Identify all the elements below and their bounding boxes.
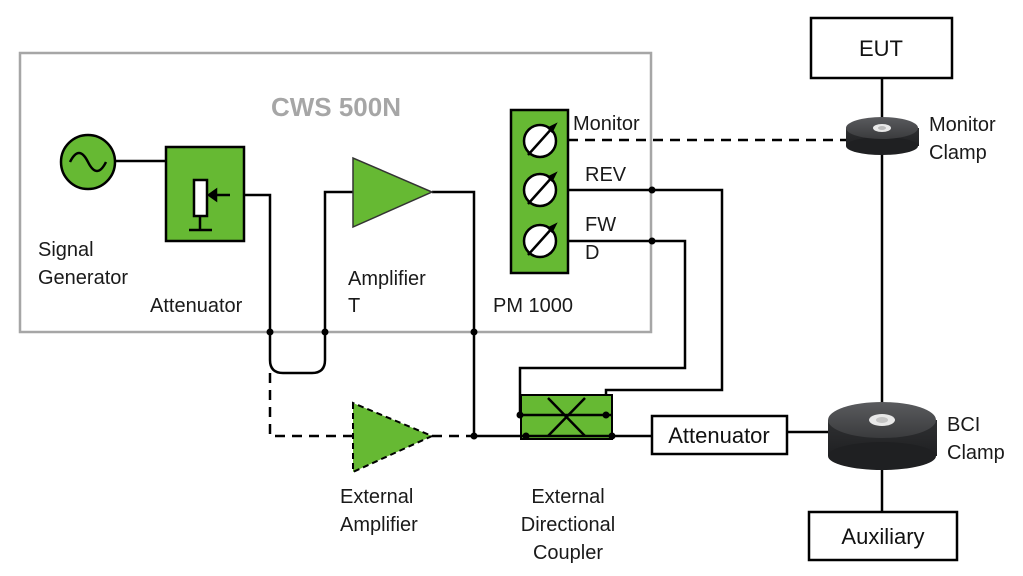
internal-amplifier: Amplifier T xyxy=(348,156,434,317)
external-coupler-label-1: External xyxy=(531,486,604,508)
triangle-amplifier-icon xyxy=(352,401,435,474)
triangle-amplifier-icon xyxy=(352,156,434,229)
port-fwd-label-1: FW xyxy=(585,214,616,236)
junction-dots xyxy=(266,186,656,440)
monitor-clamp-label-1: Monitor xyxy=(929,114,996,136)
bci-clamp-label-2: Clamp xyxy=(947,442,1005,464)
auxiliary: Auxiliary xyxy=(807,510,959,562)
signal-generator-label-1: Signal xyxy=(38,239,94,261)
optional-wiring xyxy=(268,138,846,438)
power-meter: PM 1000 Monitor REV FW D xyxy=(493,108,640,317)
cws-title: CWS 500N xyxy=(271,92,401,122)
external-coupler-label-3: Coupler xyxy=(533,542,603,564)
power-meter-label: PM 1000 xyxy=(493,295,573,317)
amplifier-label-1: Amplifier xyxy=(348,268,426,290)
auxiliary-label: Auxiliary xyxy=(841,524,924,549)
port-fwd-label-2: D xyxy=(585,242,599,264)
directional-coupler-icon xyxy=(521,397,612,438)
port-rev-label: REV xyxy=(585,164,627,186)
monitor-clamp: Monitor Clamp xyxy=(846,114,996,164)
bci-clamp: BCI Clamp xyxy=(828,402,1005,470)
current-clamp-icon xyxy=(846,117,919,155)
amplifier-label-2: T xyxy=(348,295,360,317)
port-monitor-label: Monitor xyxy=(573,113,640,135)
bci-clamp-label-1: BCI xyxy=(947,414,980,436)
signal-generator-label-2: Generator xyxy=(38,267,128,289)
current-clamp-icon xyxy=(828,402,937,470)
external-amplifier: External Amplifier xyxy=(340,401,435,536)
monitor-clamp-label-2: Clamp xyxy=(929,142,987,164)
internal-attenuator-label: Attenuator xyxy=(150,295,243,317)
external-amplifier-label-2: Amplifier xyxy=(340,514,418,536)
external-amplifier-label-1: External xyxy=(340,486,413,508)
eut: EUT xyxy=(809,16,954,80)
signal-generator: Signal Generator xyxy=(38,133,128,289)
external-attenuator: Attenuator xyxy=(650,414,789,456)
meter-dial-icon xyxy=(522,122,558,259)
external-attenuator-label: Attenuator xyxy=(668,423,770,448)
eut-label: EUT xyxy=(859,36,903,61)
external-coupler: External Directional Coupler xyxy=(516,394,616,564)
external-coupler-label-2: Directional xyxy=(521,514,615,536)
potentiometer-icon xyxy=(189,178,230,232)
internal-attenuator: Attenuator xyxy=(150,145,246,317)
